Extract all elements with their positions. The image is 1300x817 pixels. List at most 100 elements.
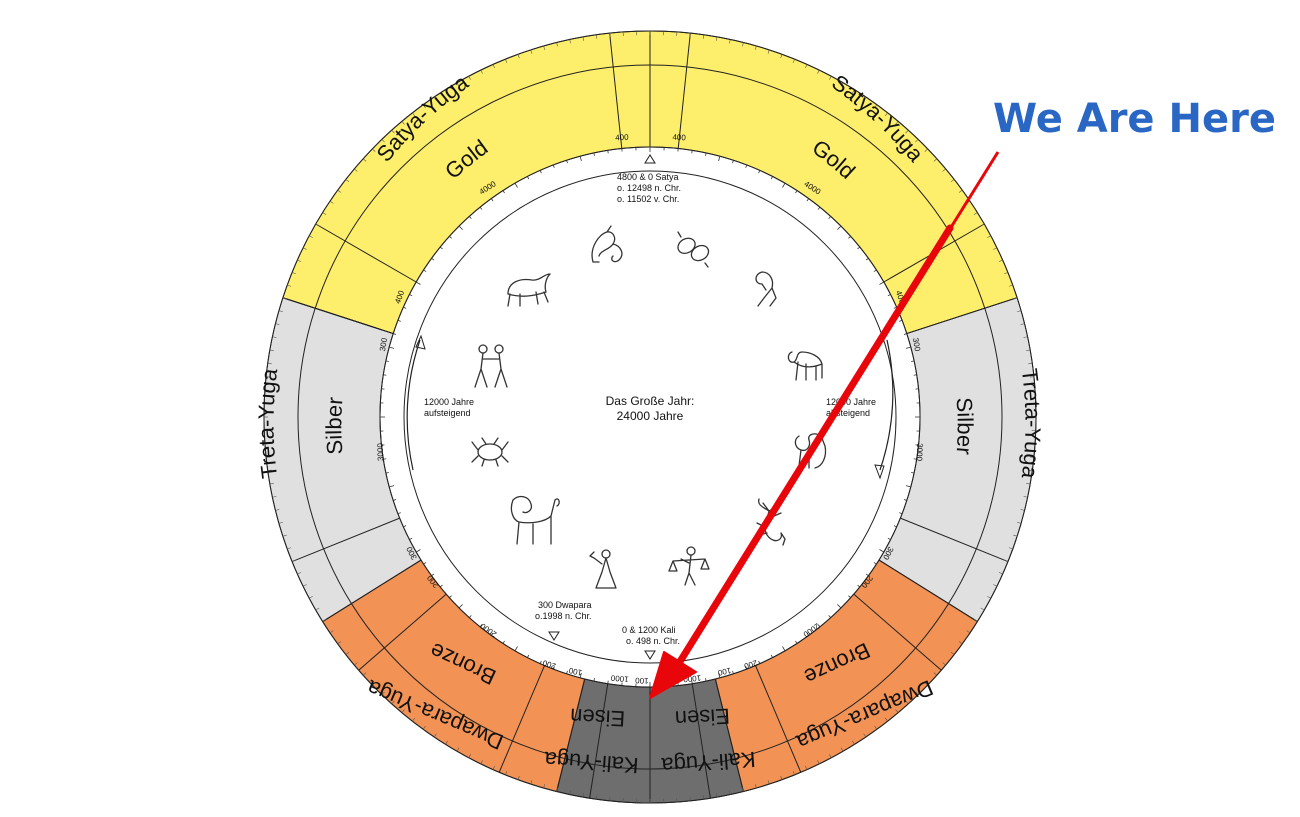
scale-tick bbox=[469, 615, 472, 618]
scale-tick bbox=[745, 164, 748, 168]
descending-arrowhead bbox=[874, 464, 885, 480]
outer-tick bbox=[933, 672, 938, 676]
scale-tick bbox=[439, 246, 443, 250]
scale-tick bbox=[782, 182, 786, 188]
sector-divider-18 bbox=[322, 559, 422, 622]
scale-tick bbox=[409, 294, 413, 297]
ascending-arrow bbox=[406, 339, 421, 471]
scale-tick bbox=[745, 666, 748, 670]
dwapara-triangle-marker bbox=[548, 631, 560, 641]
scale-tick bbox=[758, 660, 761, 664]
outer-tick bbox=[933, 158, 938, 162]
outer-tick bbox=[372, 148, 376, 152]
outer-tick bbox=[480, 69, 483, 74]
scale-tick bbox=[439, 584, 443, 588]
scale-tick bbox=[903, 499, 907, 501]
outer-tick bbox=[915, 691, 919, 695]
outer-tick bbox=[895, 709, 899, 713]
outer-tick bbox=[958, 641, 963, 645]
outer-tick bbox=[767, 49, 770, 54]
scale-tick bbox=[857, 584, 861, 588]
tick-1000-r: 1000 bbox=[682, 673, 701, 684]
scale-tick bbox=[770, 654, 773, 658]
outer-tick bbox=[582, 36, 584, 41]
outer-tick bbox=[702, 34, 705, 39]
scale-tick bbox=[732, 670, 734, 674]
scale-tick bbox=[848, 595, 851, 598]
outer-tick bbox=[942, 662, 946, 666]
outer-tick bbox=[817, 69, 820, 74]
outer-tick bbox=[391, 129, 395, 134]
outer-tick bbox=[924, 682, 928, 686]
scale-tick bbox=[857, 246, 861, 250]
outer-tick bbox=[767, 780, 770, 785]
outer-tick bbox=[863, 96, 867, 101]
kali-triangle-marker bbox=[644, 650, 656, 660]
scale-tick bbox=[393, 499, 397, 501]
outer-tick bbox=[1023, 496, 1028, 498]
outer-tick bbox=[287, 547, 292, 550]
scale-tick bbox=[514, 182, 518, 188]
outer-tick bbox=[817, 760, 820, 765]
outer-tick bbox=[309, 235, 313, 238]
pisces-icon bbox=[677, 231, 710, 268]
outer-tick bbox=[275, 323, 280, 325]
outer-tick bbox=[422, 104, 426, 109]
silber-label-left: Silber bbox=[321, 396, 347, 455]
scale-tick bbox=[579, 672, 582, 678]
outer-tick bbox=[966, 630, 971, 634]
we-are-here-callout: We Are Here bbox=[993, 96, 1276, 142]
outer-tick bbox=[287, 284, 292, 287]
outer-tick bbox=[987, 596, 991, 599]
scale-tick bbox=[873, 269, 877, 272]
outer-tick bbox=[792, 771, 795, 776]
scale-tick bbox=[397, 319, 401, 322]
outer-tick bbox=[372, 682, 376, 686]
outer-tick bbox=[468, 76, 471, 80]
outer-tick bbox=[905, 700, 909, 705]
outer-tick bbox=[863, 733, 867, 738]
outer-tick bbox=[391, 700, 395, 705]
outer-tick bbox=[412, 717, 416, 722]
outer-tick bbox=[958, 189, 963, 193]
tick-1000-l: 1000 bbox=[610, 673, 629, 684]
scale-tick bbox=[718, 156, 721, 162]
kali-marker-line2: o. 498 n. Chr. bbox=[626, 636, 680, 646]
tick-100-l: 100 bbox=[567, 666, 582, 678]
scale-tick bbox=[817, 624, 821, 628]
outer-tick bbox=[1026, 483, 1031, 485]
outer-tick bbox=[1004, 272, 1009, 275]
outer-tick bbox=[291, 272, 296, 275]
outer-tick bbox=[569, 39, 571, 44]
descending-line1: 12000 Jahre bbox=[826, 397, 876, 407]
scale-tick bbox=[817, 206, 821, 210]
outer-tick bbox=[322, 212, 327, 215]
scale-tick bbox=[490, 632, 494, 636]
cancer-icon bbox=[471, 437, 509, 467]
scale-tick bbox=[905, 346, 911, 349]
outer-tick bbox=[278, 522, 283, 524]
scale-tick bbox=[423, 269, 427, 272]
sector-divider-17 bbox=[358, 593, 447, 671]
top-marker-line1: 4800 & 0 Satya bbox=[617, 172, 679, 182]
scale-tick bbox=[893, 525, 897, 528]
scale-tick bbox=[887, 537, 891, 540]
scale-tick bbox=[837, 225, 842, 230]
sector-divider-16 bbox=[498, 665, 545, 773]
scale-tick bbox=[718, 672, 721, 678]
outer-tick bbox=[381, 691, 385, 695]
outer-tick bbox=[569, 790, 571, 795]
eisen-label-right: Eisen bbox=[674, 704, 730, 732]
outer-tick bbox=[840, 747, 844, 752]
outer-tick bbox=[924, 148, 928, 152]
kali-marker-line1: 0 & 1200 Kali bbox=[622, 625, 676, 635]
outer-tick bbox=[973, 212, 978, 215]
outer-tick bbox=[884, 112, 888, 117]
outer-tick bbox=[492, 765, 495, 770]
sector-divider-7 bbox=[900, 517, 1009, 563]
scale-tick bbox=[397, 512, 401, 515]
scale-tick bbox=[579, 156, 582, 162]
outer-tick bbox=[282, 534, 287, 537]
scale-tick bbox=[795, 640, 798, 644]
outer-tick bbox=[1020, 509, 1025, 511]
